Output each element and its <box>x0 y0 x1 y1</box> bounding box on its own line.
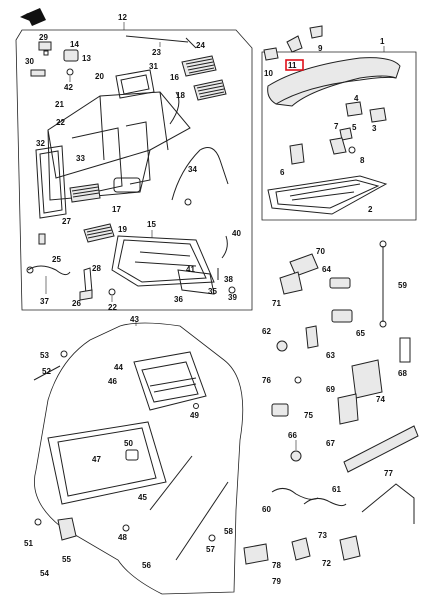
callout-25: 25 <box>52 255 61 264</box>
callout-17: 17 <box>112 205 121 214</box>
hardtop-roof-group <box>261 25 417 221</box>
callout-47: 47 <box>92 455 101 464</box>
callout-52: 52 <box>42 367 51 376</box>
callout-32: 32 <box>36 139 45 148</box>
front-arrow-icon <box>20 8 46 26</box>
callout-31: 31 <box>149 62 158 71</box>
callout-54: 54 <box>40 569 49 578</box>
callout-77: 77 <box>384 469 393 478</box>
callout-19: 19 <box>118 225 127 234</box>
callout-60: 60 <box>262 505 271 514</box>
callout-8: 8 <box>360 156 365 165</box>
hardtop-frame-group <box>15 22 253 311</box>
callout-12: 12 <box>118 13 127 22</box>
callout-76: 76 <box>262 376 271 385</box>
callout-44: 44 <box>114 363 123 372</box>
callout-11: 11 <box>288 61 297 70</box>
callout-75: 75 <box>304 411 313 420</box>
callout-33: 33 <box>76 154 85 163</box>
callout-42: 42 <box>64 83 73 92</box>
callout-53: 53 <box>40 351 49 360</box>
callout-38: 38 <box>224 275 233 284</box>
callout-28: 28 <box>92 264 101 273</box>
callout-20: 20 <box>95 72 104 81</box>
callout-51: 51 <box>24 539 33 548</box>
callout-2: 2 <box>368 205 373 214</box>
callout-14: 14 <box>70 40 79 49</box>
callout-64: 64 <box>322 265 331 274</box>
callout-34: 34 <box>188 165 197 174</box>
callout-7: 7 <box>334 122 339 131</box>
callout-16: 16 <box>170 73 179 82</box>
callout-66: 66 <box>288 431 297 440</box>
callout-6: 6 <box>280 168 285 177</box>
callout-26: 26 <box>72 299 81 308</box>
callout-9: 9 <box>318 44 323 53</box>
callout-5: 5 <box>352 123 357 132</box>
callout-62: 62 <box>262 327 271 336</box>
callout-72: 72 <box>322 559 331 568</box>
callout-21: 21 <box>55 100 64 109</box>
callout-46: 46 <box>108 377 117 386</box>
callout-24: 24 <box>196 41 205 50</box>
callout-68: 68 <box>398 369 407 378</box>
callout-27: 27 <box>62 217 71 226</box>
callout-58: 58 <box>224 527 233 536</box>
callout-labels: 12 29 14 13 30 42 23 24 31 20 16 18 21 2… <box>24 13 407 586</box>
callout-61: 61 <box>332 485 341 494</box>
callout-40: 40 <box>232 229 241 238</box>
callout-71: 71 <box>272 299 281 308</box>
accessory-parts-group <box>243 240 419 565</box>
callout-36: 36 <box>174 295 183 304</box>
callout-3: 3 <box>372 124 377 133</box>
callout-43: 43 <box>130 315 139 324</box>
callout-56: 56 <box>142 561 151 570</box>
callout-65: 65 <box>356 329 365 338</box>
callout-29: 29 <box>39 33 48 42</box>
callout-63: 63 <box>326 351 335 360</box>
callout-74: 74 <box>376 395 385 404</box>
callout-79: 79 <box>272 577 281 586</box>
callout-15: 15 <box>147 220 156 229</box>
callout-59: 59 <box>398 281 407 290</box>
callout-73: 73 <box>318 531 327 540</box>
callout-69: 69 <box>326 385 335 394</box>
callout-49: 49 <box>190 411 199 420</box>
callout-57: 57 <box>206 545 215 554</box>
callout-37: 37 <box>40 297 49 306</box>
callout-39: 39 <box>228 293 237 302</box>
callout-78: 78 <box>272 561 281 570</box>
callout-41: 41 <box>186 265 195 274</box>
callout-10: 10 <box>264 69 273 78</box>
callout-67: 67 <box>326 439 335 448</box>
callout-70: 70 <box>316 247 325 256</box>
callout-30: 30 <box>25 57 34 66</box>
callout-4: 4 <box>354 94 359 103</box>
callout-22b: 22 <box>108 303 117 312</box>
callout-22: 22 <box>56 118 65 127</box>
door-group <box>33 322 244 595</box>
callout-18: 18 <box>176 91 185 100</box>
highlight-box <box>285 59 304 71</box>
callout-45: 45 <box>138 493 147 502</box>
callout-1: 1 <box>380 37 385 46</box>
callout-23: 23 <box>152 48 161 57</box>
callout-55: 55 <box>62 555 71 564</box>
callout-35: 35 <box>208 287 217 296</box>
callout-48: 48 <box>118 533 127 542</box>
callout-50: 50 <box>124 439 133 448</box>
callout-13: 13 <box>82 54 91 63</box>
